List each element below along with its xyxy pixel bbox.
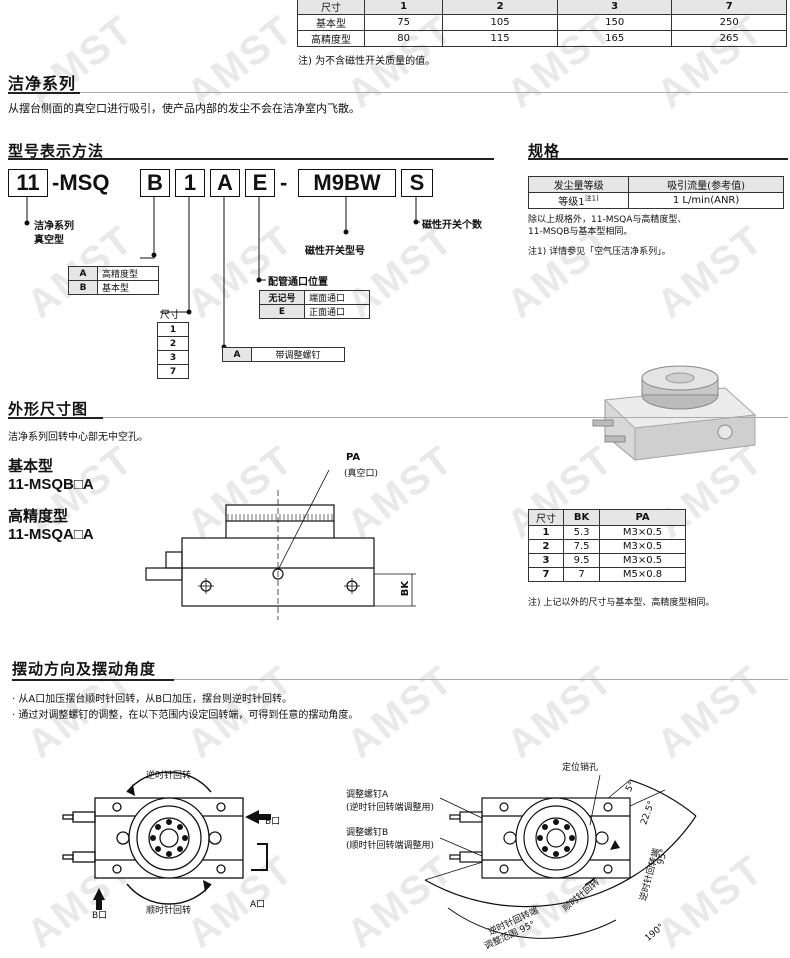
spec-flow: 1 L/min(ANR): [628, 192, 784, 209]
spec-grade-note: 注1): [584, 194, 599, 203]
code-size: 1: [175, 169, 205, 197]
swing-bullet-1: · 从A口加压摆台顺时针回转，从B口加压，摆台则逆时针回转。: [12, 694, 293, 705]
clean-series-title: 洁净系列: [8, 74, 77, 93]
dimension-drawing: [145, 470, 416, 620]
screw-a-sub: (逆时针回转端调整用): [346, 803, 435, 813]
section-rule-light: [80, 92, 788, 93]
hp-type-model: 11-MSQA□A: [8, 526, 94, 543]
code-series: 11: [8, 169, 48, 197]
screw-b-label: 调整螺钉B: [346, 828, 389, 838]
clean-series-desc: 从摆台侧面的真空口进行吸引，使产品内部的发尘不会在洁净室内飞散。: [8, 102, 360, 115]
spec-header-flow: 吸引流量(参考值): [628, 176, 784, 193]
mass-header-7: 7: [671, 0, 787, 15]
bk-label: BK: [400, 580, 412, 597]
label-clean-series: 洁净系列: [34, 221, 74, 232]
label-switch-count: 磁性开关个数: [422, 220, 482, 231]
dims-desc: 洁净系列回转中心部无中空孔。: [8, 432, 148, 443]
spec-note-2: 11-MSQB与基本型相同。: [528, 227, 633, 237]
size-table: 1 2 3 7: [157, 322, 189, 379]
spec-grade: 等级1注1): [527, 192, 630, 209]
label-vacuum: 真空型: [34, 235, 64, 246]
basic-type-label: 基本型: [8, 457, 54, 475]
model-title: 型号表示方法: [8, 142, 105, 160]
left-cw-label: 顺时针回转: [146, 906, 192, 916]
model-leader-lines: [24, 196, 420, 350]
watermark-logo: AMST: [499, 657, 622, 767]
mass-table: 尺寸 1 2 3 7 基本型 75 105 150 250 高精度型 80 11…: [297, 0, 787, 47]
code-switch-count: S: [401, 169, 433, 197]
code-type: B: [140, 169, 170, 197]
code-adjust: A: [210, 169, 240, 197]
code-switch: M9BW: [298, 169, 396, 197]
label-switch-model: 磁性开关型号: [305, 246, 365, 257]
mass-cell: 115: [442, 30, 558, 47]
mass-row-hp-label: 高精度型: [297, 30, 365, 47]
section-rule: [8, 92, 80, 94]
section-rule: [8, 417, 103, 419]
basic-type-model: 11-MSQB□A: [8, 476, 94, 493]
pa-sub-label: (真空口): [344, 469, 379, 479]
mass-note: 注) 为不含磁性开关质量的值。: [298, 56, 436, 67]
code-msq: -MSQ: [52, 170, 110, 195]
dims-title: 外形尺寸图: [8, 400, 89, 418]
swing-diagram-right: [424, 774, 697, 939]
section-rule: [528, 158, 788, 160]
code-dash: -: [280, 170, 288, 195]
label-size: 尺寸: [160, 310, 180, 321]
pin-hole-label: 定位销孔: [562, 763, 599, 773]
code-port: E: [245, 169, 275, 197]
hp-type-label: 高精度型: [8, 507, 69, 525]
left-b-port-right: B口: [265, 817, 281, 827]
section-rule-light: [103, 417, 788, 418]
watermark-logo: AMST: [649, 657, 772, 767]
spec-title: 规格: [528, 142, 561, 160]
swing-title: 摆动方向及摆动角度: [12, 660, 157, 678]
spec-note-1: 除以上规格外，11-MSQA与高精度型、: [528, 215, 687, 225]
spec-note-3: 注1) 详情参见「空气压洁净系列」。: [528, 247, 671, 257]
left-a-port: A口: [250, 900, 266, 910]
pa-label: PA: [346, 452, 361, 463]
section-rule: [12, 679, 174, 681]
left-ccw-label: 逆时针回转: [146, 771, 192, 781]
spec-header-grade: 发尘量等级: [527, 176, 630, 193]
screw-a-label: 调整螺钉A: [346, 790, 389, 800]
swing-bullet-2: · 通过对调整螺钉的调整，在以下范围内设定回转端，可得到任意的摆动角度。: [12, 710, 359, 721]
left-b-port-bottom: B口: [92, 911, 108, 921]
spec-table: 发尘量等级 吸引流量(参考值) 等级1注1) 1 L/min(ANR): [527, 176, 784, 209]
mass-header-1: 1: [363, 0, 444, 15]
screw-b-sub: (顺时针回转端调整用): [346, 841, 435, 851]
product-photo: [592, 365, 757, 461]
dims-table-note: 注) 上记以外的尺寸与基本型、高精度型相同。: [528, 598, 715, 608]
mass-cell: 265: [671, 30, 787, 47]
label-port: 配管通口位置: [268, 277, 328, 288]
mass-cell: 80: [363, 30, 444, 47]
section-rule-light: [174, 679, 788, 680]
swing-diagram-left: [62, 771, 271, 910]
section-rule: [8, 158, 494, 160]
